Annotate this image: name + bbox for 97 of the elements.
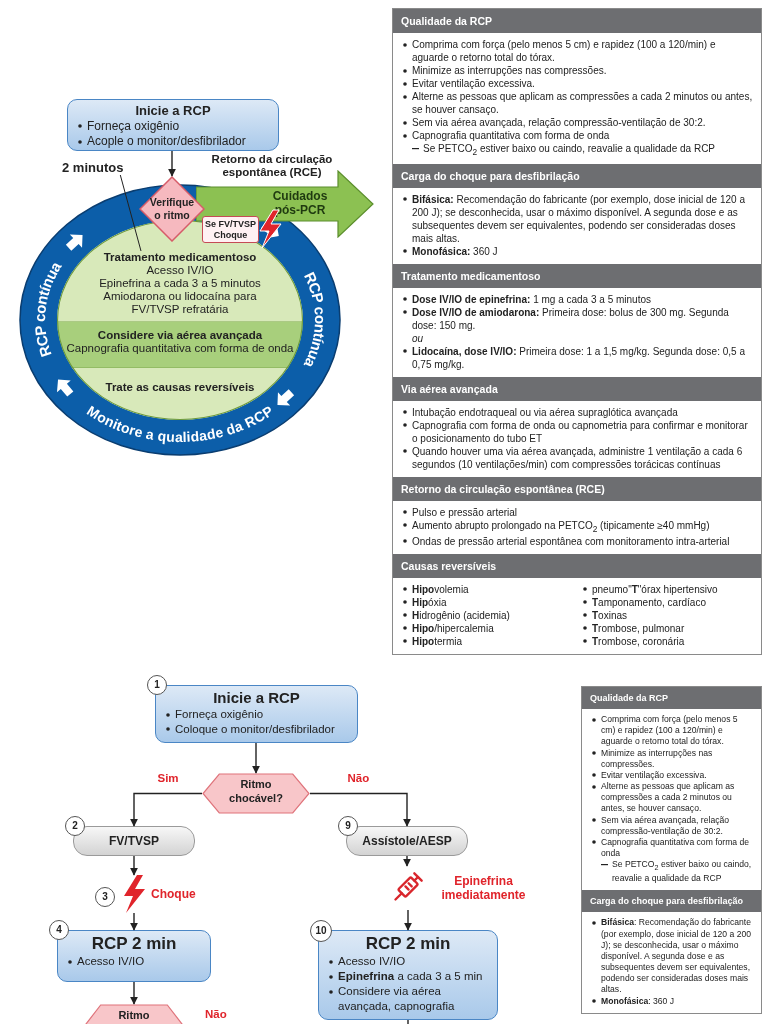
bullet-text: Evitar ventilação excessiva. <box>601 769 707 780</box>
bullet-text: Hidrogênio (acidemia) <box>412 609 510 621</box>
bullet-text: Capnografia com forma de onda ou capnometria para confirmar e monitorar o posicionamento do tubo ET <box>412 419 748 444</box>
bullet-text: Lidocaína, dose IV/IO: Primeira dose: 1 a 1,5 mg/kg. Segunda dose: 0,5 a 0,75 mg/kg. <box>412 345 745 370</box>
bullet-text: Se PETCO$_{2}$ estiver baixo ou caindo, reavalie a qualidade da RCP <box>612 859 752 884</box>
section-header: Via aérea avançada <box>393 376 761 401</box>
arrow-text: Cuidados pós-PCR <box>271 190 329 218</box>
bullet-text: Comprima com força (pelo menos 5 cm) e rapidez (100 a 120/min) e aguarde o retorno total do tórax. <box>412 39 716 63</box>
bullet-text: Acesso IV/IO <box>338 955 406 968</box>
bullet-text: Acesso IV/IO <box>77 955 145 968</box>
step-number: 10 <box>310 920 332 942</box>
bullet-text: Monofásica: 360 J <box>601 995 675 1006</box>
bullet-text: Dose IV/IO de epinefrina: 1 mg a cada 3 a 5 minutos <box>412 293 651 305</box>
section-header: Causas reversíveis <box>393 553 761 578</box>
arrow <box>130 855 138 876</box>
decision-hexagon <box>202 773 310 814</box>
leader-line <box>119 174 142 252</box>
arrow <box>403 855 411 867</box>
arrow <box>168 150 176 177</box>
box-heading: Inicie a RCP <box>212 689 301 707</box>
bullet-text: Hipovolemia <box>412 583 469 595</box>
band-text: Epinefrina a cada 3 a 5 minutos <box>98 276 262 290</box>
bullet-text: Pulso e pressão arterial <box>412 506 518 518</box>
band-text: Acesso IV/IO <box>145 264 215 277</box>
arrow <box>404 909 412 931</box>
band-text: Capnografia quantitativa com forma de onda <box>65 342 295 355</box>
box-heading: RCP 2 min <box>364 934 452 955</box>
bullet-text: Forneça oxigênio <box>175 708 264 720</box>
bullet-text: Minimize as interrupções nas compressões. <box>601 747 713 769</box>
rhythm-label: FV/TVSP <box>109 834 159 848</box>
bullet-text: Hipo/hipercalemia <box>412 622 494 634</box>
bullet-text: Hipotermia <box>412 635 462 647</box>
bullet-text: Evitar ventilação excessiva. <box>412 78 535 89</box>
section-header: Tratamento medicamentoso <box>393 263 761 288</box>
rhythm-label: Assístole/AESP <box>362 834 452 848</box>
bullet-text: Forneça oxigênio <box>87 118 180 133</box>
box-heading: Inicie a RCP <box>134 103 212 119</box>
edge-label: Não <box>345 771 372 784</box>
section-header: Retorno da circulação espontânea (RCE) <box>393 476 761 501</box>
bullet-text: Monofásica: 360 J <box>412 245 498 257</box>
bullet-text: Trombose, coronária <box>592 635 685 647</box>
bullet-text: Alterne as pessoas que aplicam as compressões a cada 2 minutos ou antes, se houver cansaço. <box>601 781 735 814</box>
step-number: 2 <box>65 816 85 836</box>
bullet-text: Coloque o monitor/desfibrilador <box>175 722 335 735</box>
band-heading: Considere via aérea avançada <box>96 329 264 342</box>
decision-text: Ritmo <box>117 1009 151 1023</box>
step-number: 9 <box>338 816 358 836</box>
decision-text: Verifique o ritmo <box>149 196 195 222</box>
bullet-text: Minimize as interrupções nas compressões. <box>412 65 607 76</box>
bullet-text: Ondas de pressão arterial espontânea com monitoramento intra-arterial <box>412 535 730 547</box>
bullet-text: Sem via aérea avançada, relação compressão-ventilação de 30:2. <box>601 814 730 836</box>
arrow <box>130 792 203 827</box>
action-label: Epinefrina imediatamente <box>440 874 527 903</box>
process-box <box>67 99 279 151</box>
arrow <box>130 912 138 931</box>
bullet-text: Intubação endotraqueal ou via aérea supraglótica avançada <box>412 406 678 418</box>
bullet-text: Bifásica: Recomendação do fabricante (por exemplo, dose inicial de 120 a 200 J); se desconhecida, usar o máximo disponível. A segunda dose e as subsequentes devem ser equivalentes, podendo ser consideradas doses mais altas. <box>601 917 751 995</box>
section-header: Qualidade da RCP <box>582 687 761 709</box>
bullet-text: Epinefrina a cada 3 a 5 min <box>338 970 483 983</box>
time-label: 2 minutos <box>62 160 124 175</box>
cycle-ring <box>18 183 342 457</box>
bullet-text: Bifásica: Recomendação do fabricante (por exemplo, dose inicial de 120 a 200 J); se desconhecida, usar o máximo disponível. A segunda dose e as subsequentes devem ser equivalentes, podendo ser consideradas doses mais altas. <box>412 193 745 244</box>
bullet-text: Dose IV/IO de amiodarona: Primeira dose: bolus de 300 mg. Segunda dose: 150 mg. <box>412 306 729 331</box>
bullet-text: pneumo"T"órax hipertensivo <box>592 583 718 595</box>
step-number: 4 <box>49 920 69 940</box>
arrow-caption: Retorno da circulação espontânea (RCE) <box>210 153 334 180</box>
box-heading: RCP 2 min <box>90 934 178 955</box>
bullet-text: Aumento abrupto prolongado na PETCO$_{2}$ (tipicamente ≥40 mmHg) <box>412 519 710 531</box>
bullet-text: Hipóxia <box>412 596 447 608</box>
bullet-text: ou <box>412 332 424 344</box>
arrow <box>309 792 411 827</box>
bullet-text: Considere via aérea avançada, capnografia <box>338 985 455 1013</box>
bullet-text: Comprima com força (pelo menos 5 cm) e rapidez (100 a 120/min) e aguarde o retorno total do tórax. <box>601 714 738 747</box>
note-label: Não <box>205 1008 227 1020</box>
arrow <box>130 981 138 1005</box>
bullet-text: Toxinas <box>592 609 627 621</box>
bullet-text: Trombose, pulmonar <box>592 622 685 634</box>
bullet-text: Capnografia quantitativa com forma de onda <box>412 130 610 141</box>
connector-line <box>407 1019 409 1024</box>
band-heading: Tratamento medicamentoso <box>102 251 258 264</box>
band-heading: Trate as causas reversíveis <box>104 381 256 394</box>
action-label: Choque <box>151 887 196 902</box>
bullet-text: Sem via aérea avançada, relação compressão-ventilação de 30:2. <box>412 117 706 128</box>
step-number: 1 <box>147 675 167 695</box>
bullet-text: Tamponamento, cardíaco <box>592 596 706 608</box>
section-header: Carga do choque para desfibrilação <box>393 163 761 188</box>
section-header: Carga do choque para desfibrilação <box>582 890 761 913</box>
bullet-text: Acople o monitor/desfibrilador <box>87 134 246 149</box>
decision-text: Ritmo chocável? <box>228 778 284 806</box>
arrow <box>252 742 260 774</box>
edge-label: Sim <box>155 771 181 784</box>
band-text: Amiodarona ou lidocaína para FV/TVSP refratária <box>102 289 258 316</box>
step-number: 3 <box>95 887 115 907</box>
bullet-text: Se PETCO$_{2}$ estiver baixo ou caindo, reavalie a qualidade da RCP <box>423 143 716 154</box>
section-header: Qualidade da RCP <box>393 9 761 33</box>
bullet-text: Alterne as pessoas que aplicam as compressões a cada 2 minutos ou antes, se houver cansaço. <box>412 91 753 115</box>
bullet-text: Quando houver uma via aérea avançada, administre 1 ventilação a cada 6 segundos (10 ventilações/min) com compressões torácicas contínuas <box>412 445 743 470</box>
